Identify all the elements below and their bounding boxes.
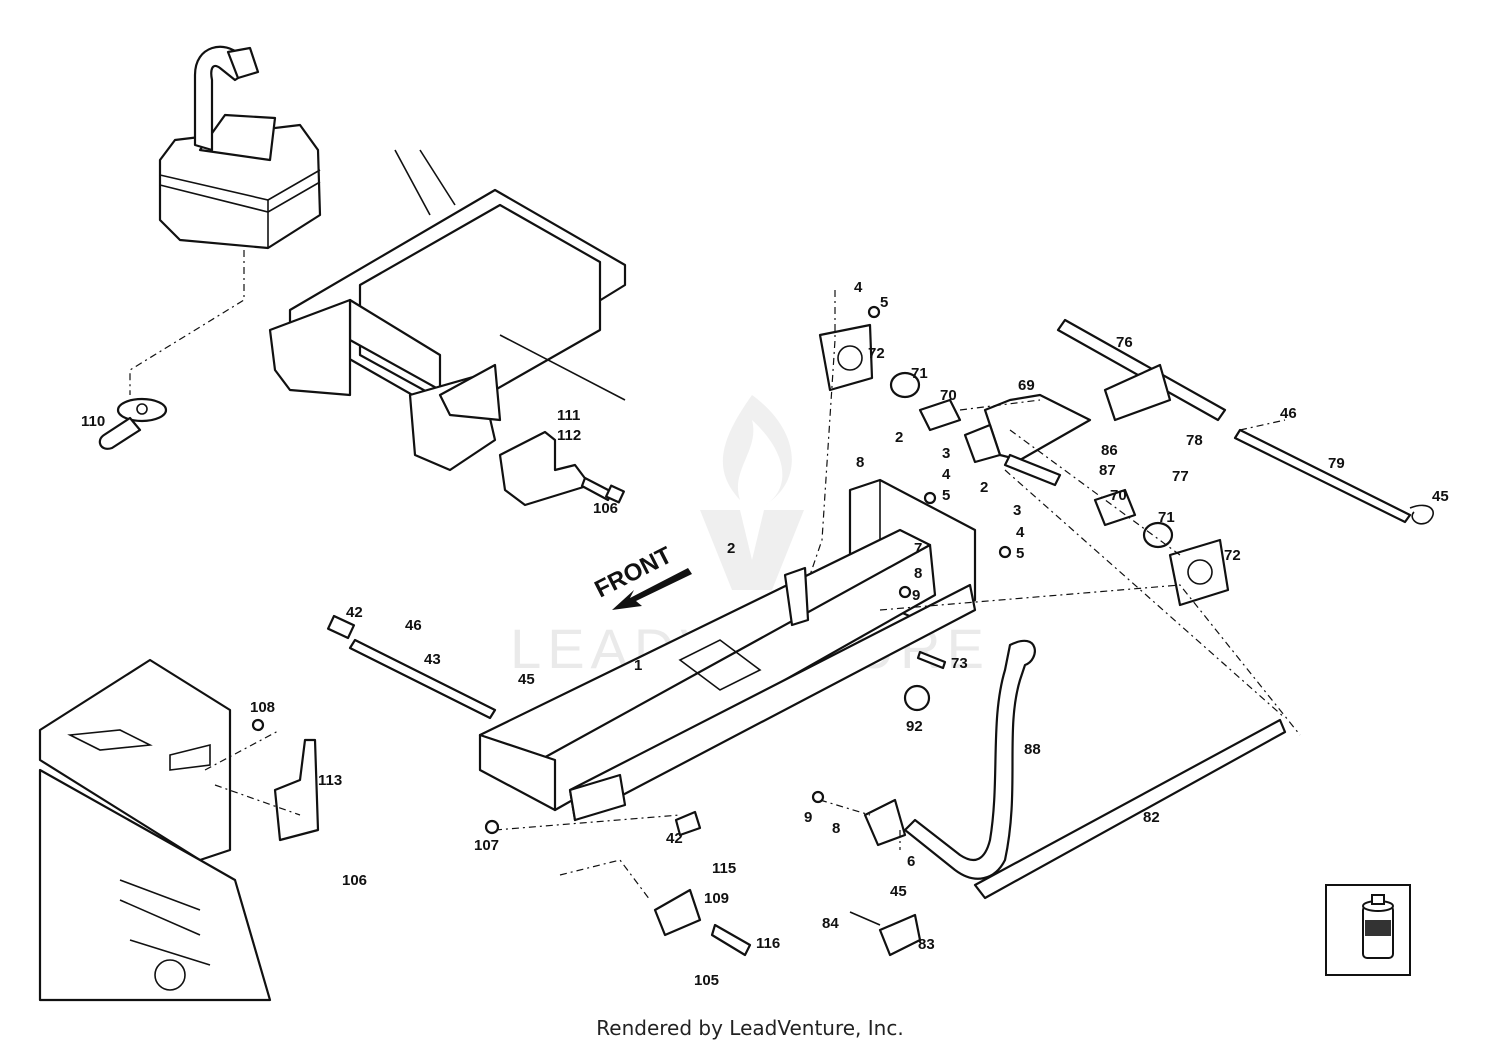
- muffler: [158, 45, 322, 250]
- kit-inset-box: [1325, 884, 1411, 976]
- callout-72-top: 72: [868, 345, 885, 362]
- front-label: FRONT: [590, 542, 676, 604]
- callout-83: 83: [918, 936, 935, 953]
- front-rod: [326, 614, 497, 720]
- callout-76: 76: [1116, 334, 1133, 351]
- callout-45-bottom: 45: [890, 883, 907, 900]
- hitch-bracket: [653, 888, 752, 957]
- callout-106-top: 106: [593, 500, 618, 517]
- callout-7: 7: [914, 540, 922, 557]
- callout-115: 115: [712, 860, 736, 877]
- front-arrow-icon: [612, 568, 692, 610]
- callout-112: 112: [557, 427, 581, 444]
- callout-71-top: 71: [911, 365, 928, 382]
- callout-108: 108: [250, 699, 275, 716]
- hood-bracket: [273, 738, 320, 842]
- callout-5-top: 5: [880, 294, 888, 311]
- callout-2-top: 2: [895, 429, 903, 446]
- bolt-upper: [580, 476, 625, 504]
- callout-110: 110: [81, 413, 105, 430]
- paint-can-icon: [1362, 894, 1394, 959]
- callout-43: 43: [424, 651, 441, 668]
- bushing-upper: [889, 371, 962, 432]
- callout-5-mid: 5: [942, 487, 950, 504]
- callout-113: 113: [318, 772, 342, 789]
- callout-8-bottom: 8: [832, 820, 840, 837]
- callout-82: 82: [1143, 809, 1160, 826]
- callout-72-bottom: 72: [1224, 547, 1241, 564]
- callout-4-top: 4: [854, 279, 863, 296]
- steering-arm: [863, 639, 1036, 880]
- watermark-v-icon: [700, 510, 804, 590]
- callout-106-bottom: 106: [342, 872, 367, 889]
- drag-link: [973, 718, 1287, 900]
- callout-42-bottom: 42: [666, 830, 683, 847]
- callout-71-bottom: 71: [1158, 509, 1175, 526]
- axle-bracket-left: [818, 323, 874, 392]
- callout-3-left: 3: [942, 445, 950, 462]
- mounting-bracket: [498, 430, 592, 507]
- callout-9-bottom: 9: [804, 809, 812, 826]
- footer-credit: Rendered by LeadVenture, Inc.: [596, 1016, 904, 1040]
- callout-105: 105: [694, 972, 719, 989]
- callout-70-top: 70: [940, 387, 957, 404]
- callout-78: 78: [1186, 432, 1203, 449]
- callout-88: 88: [1024, 741, 1041, 758]
- callout-3-right: 3: [1013, 502, 1021, 519]
- callout-4-mid: 4: [942, 466, 951, 483]
- leader-lines: [129, 250, 1301, 901]
- callout-45-right: 45: [1432, 488, 1449, 505]
- callout-8-mid: 8: [914, 565, 922, 582]
- callout-4-right: 4: [1016, 524, 1025, 541]
- callout-116: 116: [756, 935, 780, 952]
- callout-77: 77: [1172, 468, 1189, 485]
- callout-46-left: 46: [405, 617, 422, 634]
- callout-73: 73: [951, 655, 968, 672]
- callout-2-right: 2: [980, 479, 988, 496]
- callout-69: 69: [1018, 377, 1035, 394]
- callout-107: 107: [474, 837, 499, 854]
- drag-link-bracket: [849, 911, 922, 957]
- bearing-flange: [1168, 538, 1230, 607]
- callout-2-left: 2: [727, 540, 735, 557]
- callout-46-right: 46: [1280, 405, 1297, 422]
- callout-86: 86: [1101, 442, 1118, 459]
- hood-section: [38, 658, 272, 1002]
- callout-111: 111: [557, 407, 580, 424]
- spindle: [963, 393, 1092, 487]
- callout-42-left: 42: [346, 604, 363, 621]
- callout-84: 84: [822, 915, 839, 932]
- callout-5-right: 5: [1016, 545, 1024, 562]
- callout-6: 6: [907, 853, 915, 870]
- front-direction-indicator: FRONT: [590, 542, 692, 610]
- hardware-markers: [251, 305, 1012, 837]
- callout-70-bottom: 70: [1110, 487, 1127, 504]
- watermark-flame-icon: [722, 395, 792, 505]
- bushing-lower: [1093, 488, 1174, 549]
- callout-109: 109: [704, 890, 729, 907]
- callout-9-mid: 9: [912, 587, 920, 604]
- main-frame-rail: [478, 528, 977, 822]
- callout-8-top: 8: [856, 454, 864, 471]
- callout-79: 79: [1328, 455, 1345, 472]
- callout-1: 1: [634, 657, 642, 674]
- callout-92: 92: [906, 718, 923, 735]
- callout-87: 87: [1099, 462, 1116, 479]
- exhaust-flange: [98, 397, 168, 450]
- callout-45-left: 45: [518, 671, 535, 688]
- axle-rod: [1056, 318, 1434, 525]
- chassis-frame: [268, 149, 627, 472]
